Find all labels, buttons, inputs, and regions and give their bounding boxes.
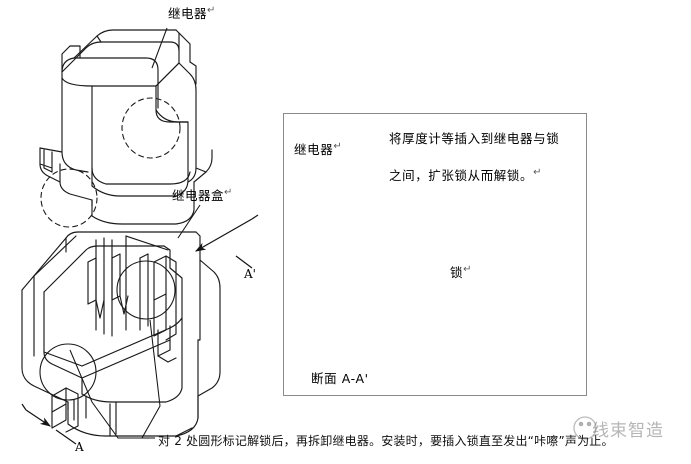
inset-section-caption: 断面 A-A': [311, 371, 369, 386]
relay-lock-marker-right: [121, 97, 181, 159]
pilcrow-icon: ↵: [533, 167, 543, 178]
relay-lock-marker-left: [40, 168, 98, 228]
pilcrow-icon: ↵: [207, 5, 216, 16]
label-relay-text: 继电器: [168, 6, 208, 22]
cross-section-panel: 继电器↵ 将厚度计等插入到继电器与锁 之间，扩张锁从而解锁。↵ 锁↵ 断面 A-…: [283, 113, 587, 396]
figure-caption: 对 2 处圆形标记解锁后，再拆卸继电器。安装时，要插入锁直至发出“咔嚓”声为止。: [158, 434, 614, 448]
section-arrow-a: [21, 403, 77, 445]
box-lock-marker-left: [39, 343, 97, 401]
label-relay-box: 继电器盒↵: [172, 187, 233, 204]
leader-relay-top: [151, 27, 168, 69]
watermark-logo-icon: [573, 416, 597, 440]
leader-relay-box: [177, 204, 201, 239]
pilcrow-icon: ↵: [224, 187, 233, 198]
section-arrow-a-prime: [194, 214, 259, 269]
pilcrow-icon: ↵: [463, 264, 473, 275]
label-relay: 继电器↵: [168, 5, 216, 22]
inset-label-lock: 锁↵: [450, 257, 472, 286]
caption-leaders: [69, 319, 161, 439]
inset-label-relay-text: 继电器: [294, 142, 334, 158]
relay-box-part: [21, 231, 221, 437]
section-label-a: A: [75, 440, 84, 454]
label-relay-box-text: 继电器盒: [172, 188, 225, 204]
pilcrow-icon: ↵: [333, 141, 343, 152]
inset-label-relay: 继电器↵: [294, 134, 342, 163]
inset-instruction-line1: 将厚度计等插入到继电器与锁: [389, 131, 560, 146]
inset-instruction-line2-text: 之间，扩张锁从而解锁。: [389, 168, 534, 184]
inset-label-lock-text: 锁: [450, 265, 464, 281]
relay-part: [39, 29, 213, 228]
inset-instruction-line2: 之间，扩张锁从而解锁。↵: [389, 160, 542, 189]
section-label-a-prime: A': [244, 267, 256, 281]
box-lock-marker-right: [116, 260, 176, 320]
